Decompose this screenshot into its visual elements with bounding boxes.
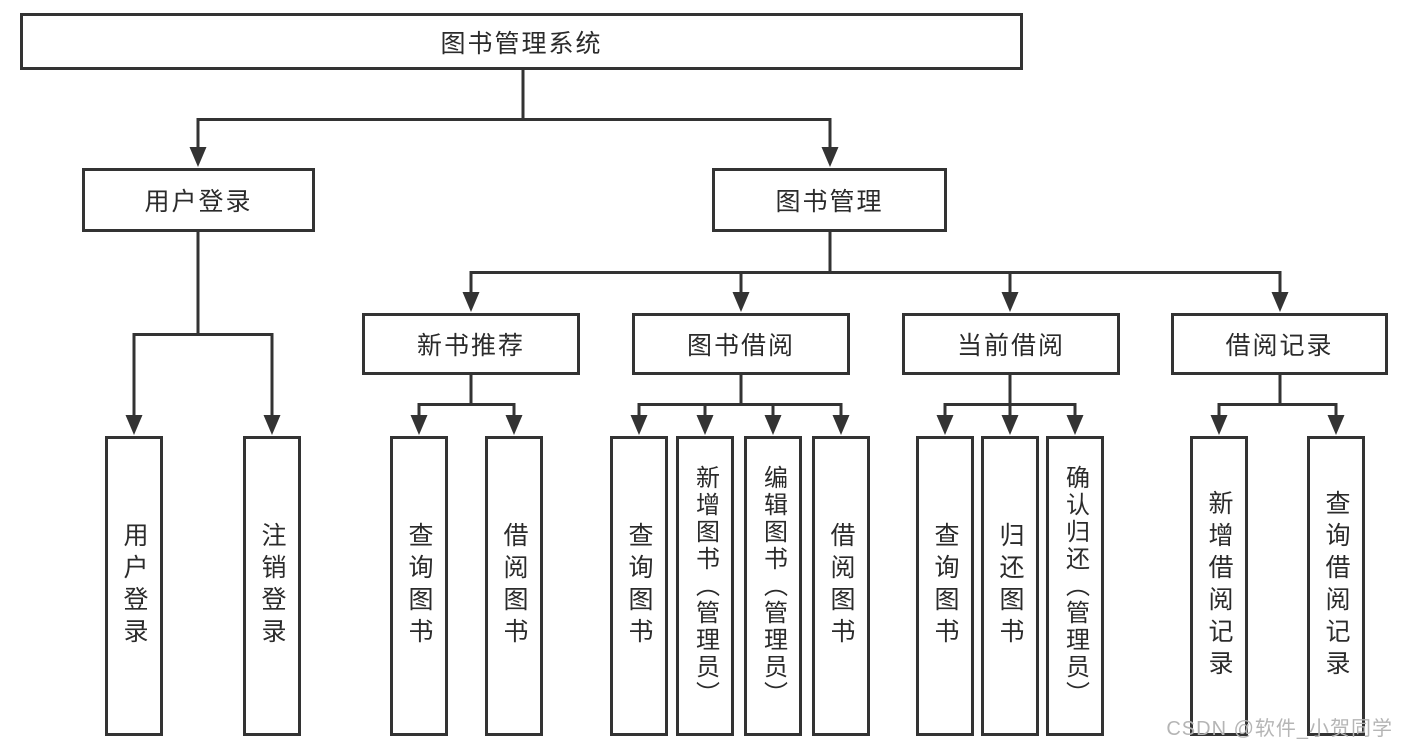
node-book-management: 图书管理 — [712, 168, 947, 232]
node-query-books-recommend: 查询图书 — [390, 436, 448, 736]
node-query-books-current: 查询图书 — [916, 436, 974, 736]
node-borrow-books-recommend: 借阅图书 — [485, 436, 543, 736]
node-query-borrow-record: 查询借阅记录 — [1307, 436, 1365, 736]
watermark-text: CSDN @软件_小贺同学 — [1166, 718, 1393, 740]
node-logout-leaf: 注销登录 — [243, 436, 301, 736]
node-user-login-leaf: 用户登录 — [105, 436, 163, 736]
node-book-borrowing: 图书借阅 — [632, 313, 850, 375]
node-edit-books-admin: 编辑图书（管理员） — [744, 436, 802, 736]
node-user-login: 用户登录 — [82, 168, 315, 232]
node-add-books-admin: 新增图书（管理员） — [676, 436, 734, 736]
node-library-management-system: 图书管理系统 — [20, 13, 1023, 70]
node-confirm-return-admin: 确认归还（管理员） — [1046, 436, 1104, 736]
node-add-borrow-record: 新增借阅记录 — [1190, 436, 1248, 736]
node-borrow-books-leaf: 借阅图书 — [812, 436, 870, 736]
node-current-borrowing: 当前借阅 — [902, 313, 1120, 375]
node-query-books-borrowing: 查询图书 — [610, 436, 668, 736]
node-return-books: 归还图书 — [981, 436, 1039, 736]
node-new-book-recommendation: 新书推荐 — [362, 313, 580, 375]
node-borrowing-records: 借阅记录 — [1171, 313, 1388, 375]
